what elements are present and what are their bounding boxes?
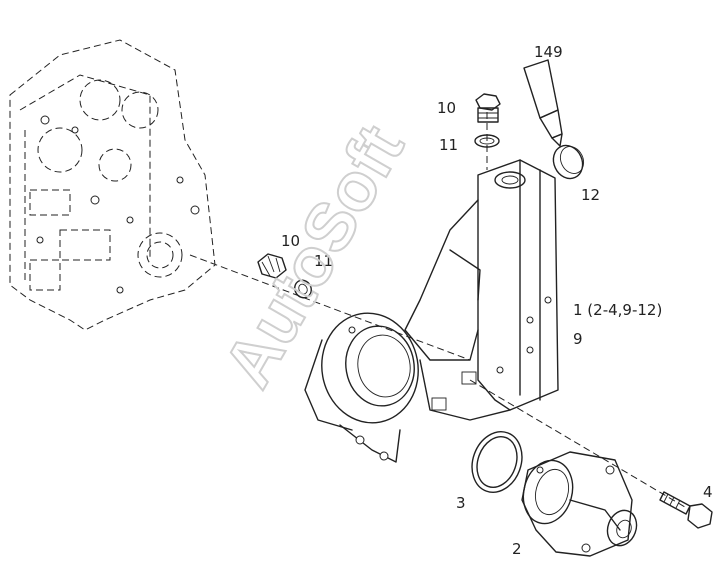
seal-ring-11-top bbox=[474, 134, 500, 148]
plug-10-left bbox=[257, 253, 287, 279]
cap-12 bbox=[552, 144, 585, 180]
callout-9: 9 bbox=[573, 330, 583, 348]
plug-10-top bbox=[475, 93, 501, 123]
watermark: AutoSoft bbox=[209, 113, 418, 400]
timing-housing-1 bbox=[304, 159, 559, 463]
callout-11-top: 11 bbox=[439, 136, 458, 154]
callout-11-left: 11 bbox=[314, 252, 333, 270]
bolt-4 bbox=[659, 491, 713, 529]
callout-4: 4 bbox=[703, 483, 713, 501]
assembly-axis-left bbox=[189, 254, 471, 361]
seal-ring-11-left bbox=[294, 279, 312, 299]
callout-1: 1 (2-4,9-12) bbox=[573, 301, 662, 319]
engine-block bbox=[9, 39, 216, 331]
callout-10-top: 10 bbox=[437, 99, 456, 117]
callout-3: 3 bbox=[456, 494, 466, 512]
assembly-axis-right bbox=[469, 379, 691, 511]
callout-12: 12 bbox=[581, 186, 600, 204]
sealant-tube-149 bbox=[523, 59, 563, 147]
callout-10-left: 10 bbox=[281, 232, 300, 250]
callout-149: 149 bbox=[534, 43, 563, 61]
o-ring-3 bbox=[471, 431, 523, 493]
water-pump-2 bbox=[521, 451, 638, 557]
callout-2: 2 bbox=[512, 540, 522, 558]
